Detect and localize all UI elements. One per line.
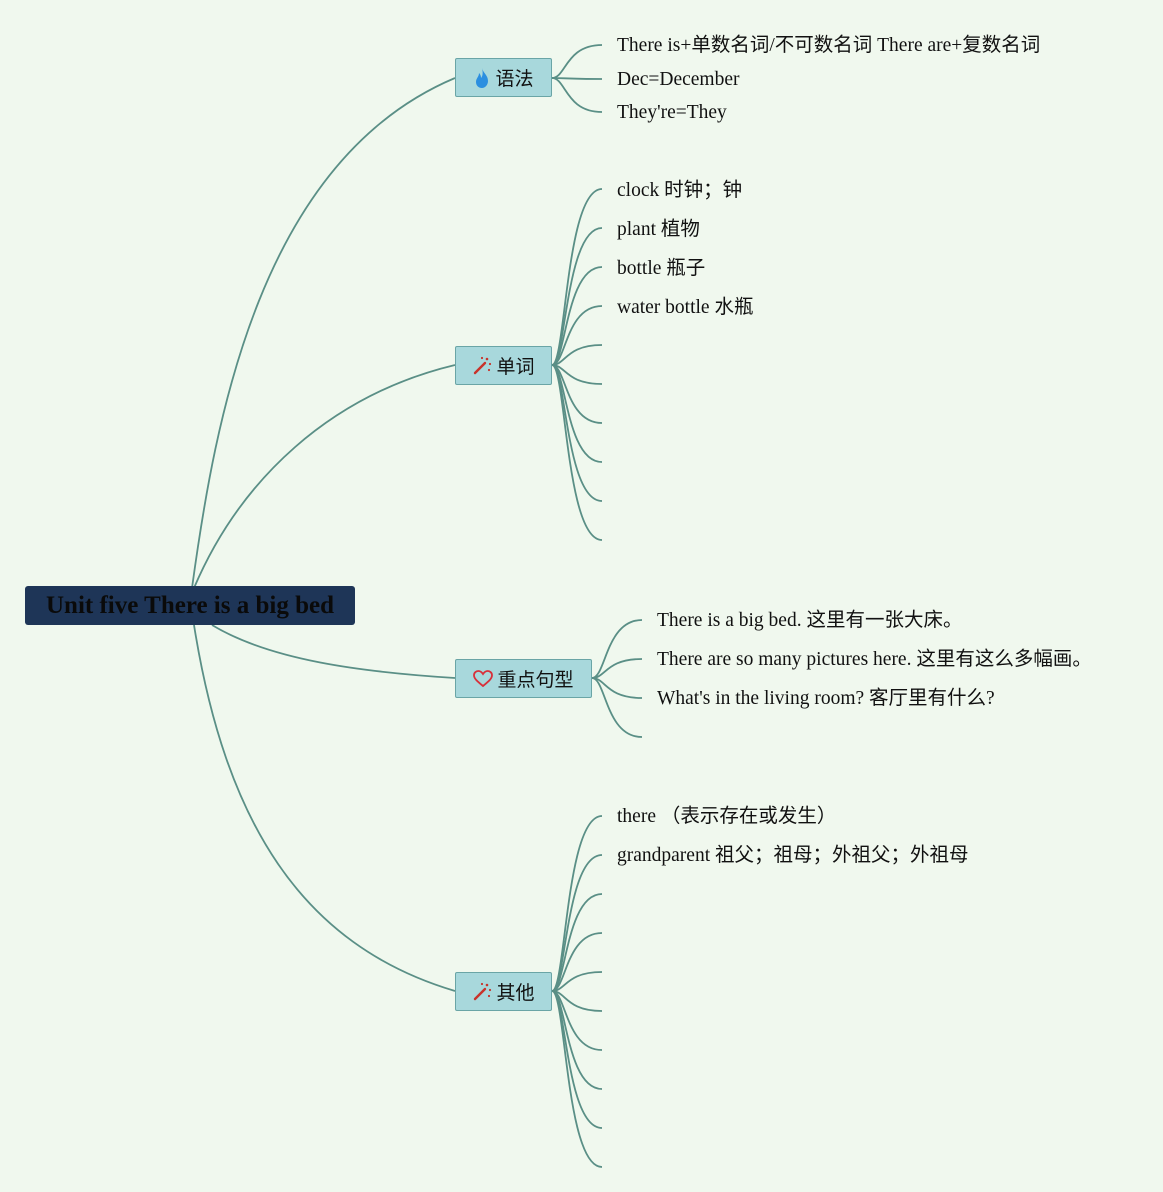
root-title: Unit five There is a big bed <box>46 592 334 619</box>
connector-leaf <box>551 932 603 992</box>
branch-others[interactable]: 其他 <box>455 972 552 1011</box>
branch-label: 其他 <box>496 982 535 1004</box>
branch-key-sentences[interactable]: 重点句型 <box>455 659 592 698</box>
root-topic[interactable]: Unit five There is a big bed <box>25 586 355 625</box>
connector-leaf <box>551 990 603 1168</box>
branch-vocabulary[interactable]: 单词 <box>455 346 552 385</box>
magic-wand-icon <box>472 356 492 376</box>
list-item: clock 时钟；钟 <box>617 180 743 201</box>
list-item: What's in the living room? 客厅里有什么? <box>657 688 995 709</box>
connector-root-vocabulary <box>193 364 456 589</box>
heart-icon <box>473 669 494 688</box>
branch-label: 单词 <box>496 356 535 378</box>
list-item: grandparent 祖父；祖母；外祖父；外祖母 <box>617 845 969 866</box>
list-item: They're=They <box>617 102 727 123</box>
branch-label: 重点句型 <box>497 669 574 691</box>
list-item: There is a big bed. 这里有一张大床。 <box>657 610 963 631</box>
branch-grammar[interactable]: 语法 <box>455 58 552 97</box>
connector-leaf <box>591 677 643 699</box>
connector-leaf <box>551 77 603 80</box>
connector-leaf <box>551 305 603 366</box>
branch-label: 语法 <box>495 68 534 90</box>
list-item: There are so many pictures here. 这里有这么多幅… <box>657 649 1092 670</box>
connector-leaf <box>551 815 603 992</box>
list-item: water bottle 水瓶 <box>617 297 754 318</box>
connector-leaf <box>551 854 603 992</box>
connector-leaf <box>551 364 603 541</box>
list-item: bottle 瓶子 <box>617 258 706 279</box>
connector-leaf <box>591 619 643 679</box>
magic-wand-icon <box>472 982 492 1002</box>
connector-root-key-sentences <box>211 624 456 679</box>
list-item: Dec=December <box>617 69 740 90</box>
connector-leaf <box>551 893 603 992</box>
connector-leaf <box>591 677 643 738</box>
fire-icon <box>473 67 491 89</box>
list-item: there （表示存在或发生） <box>617 806 837 827</box>
connector-leaf <box>551 344 603 366</box>
list-item: There is+单数名词/不可数名词 There are+复数名词 <box>617 35 1041 56</box>
connector-root-others <box>193 624 456 992</box>
connector-leaf <box>551 44 603 79</box>
connector-leaf <box>551 971 603 992</box>
connector-leaf <box>591 658 643 679</box>
connector-leaf <box>551 188 603 366</box>
connector-leaf <box>551 266 603 366</box>
connector-root-grammar <box>191 77 456 589</box>
list-item: plant 植物 <box>617 219 700 240</box>
connector-leaf <box>551 77 603 113</box>
